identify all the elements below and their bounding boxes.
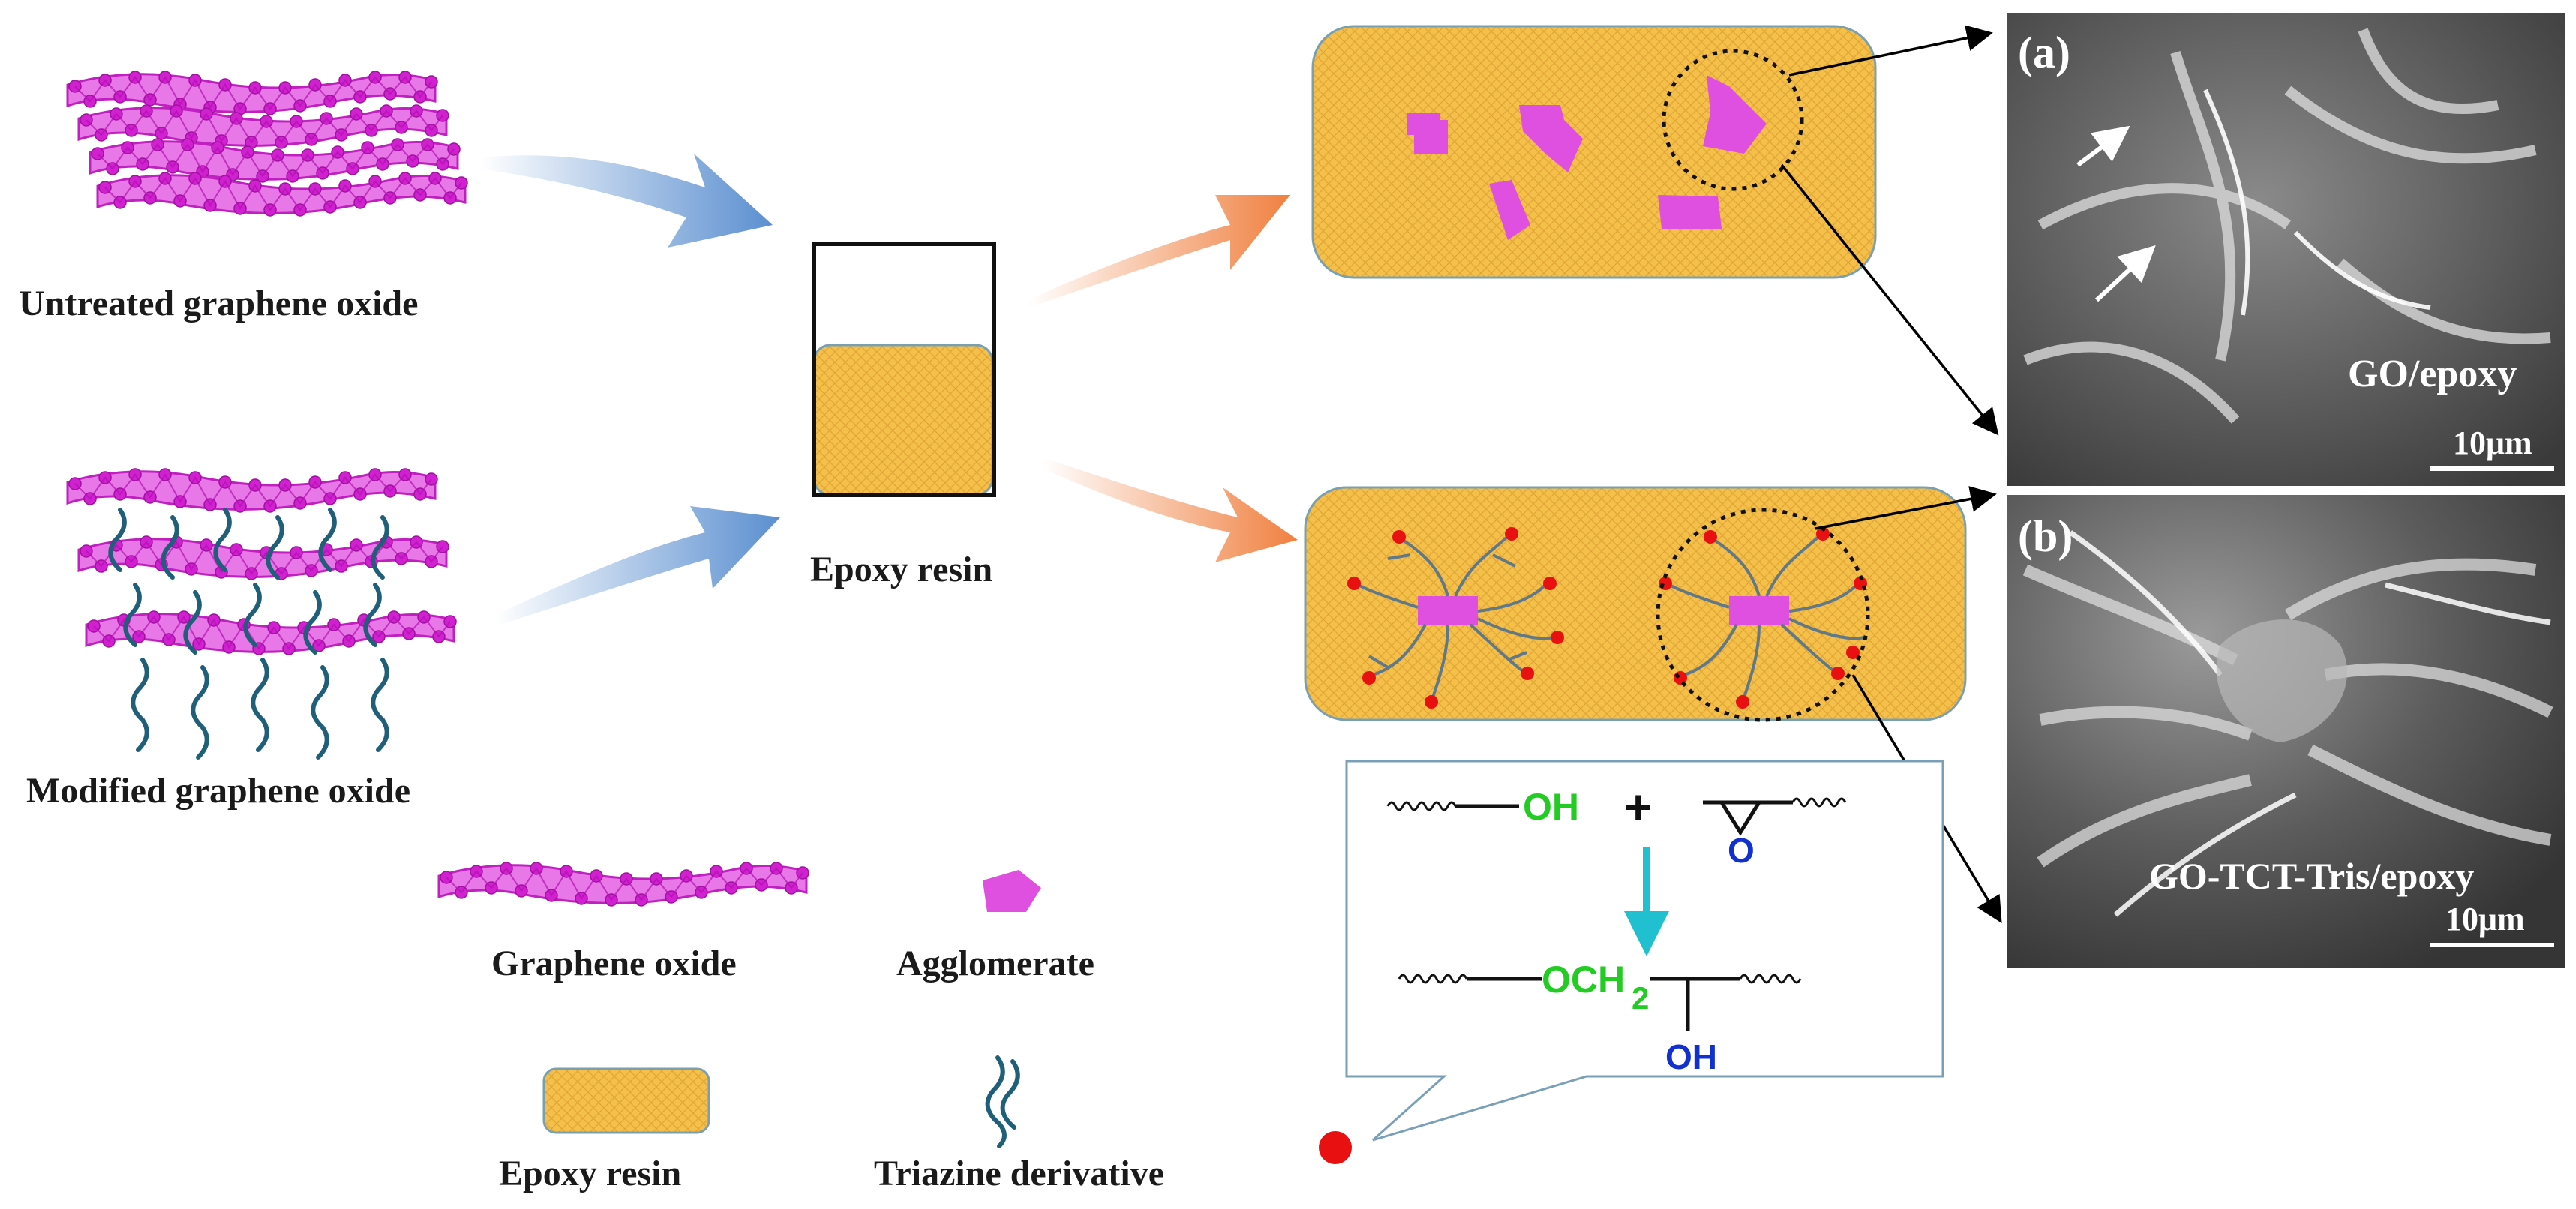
untreated-go-label: Untreated graphene oxide bbox=[19, 284, 418, 323]
modified-go-stack bbox=[66, 467, 458, 760]
micrograph-a-caption: GO/epoxy bbox=[2348, 352, 2517, 395]
plus-sign: + bbox=[1624, 780, 1652, 834]
micrograph-b-caption: GO-TCT-Tris/epoxy bbox=[2149, 855, 2474, 897]
active-site-dot bbox=[1319, 1131, 1352, 1164]
orange-arrow-top bbox=[1028, 195, 1290, 308]
composite-dispersed bbox=[1304, 486, 1967, 722]
micrograph-a: (a) GO/epoxy 10μm bbox=[2007, 14, 2565, 486]
legend-graphene-oxide-icon bbox=[437, 861, 810, 908]
legend-agglomerate-label: Agglomerate bbox=[896, 944, 1094, 983]
micrograph-a-scale: 10μm bbox=[2453, 424, 2532, 461]
epoxy-resin-beaker-label: Epoxy resin bbox=[810, 550, 992, 590]
reactant-chain-left bbox=[1386, 801, 1519, 812]
micrograph-b-scale: 10μm bbox=[2445, 901, 2525, 938]
legend: Graphene oxide Agglomerate Epoxy resin T… bbox=[437, 861, 1164, 1193]
modified-go-label: Modified graphene oxide bbox=[26, 771, 410, 811]
epoxide-group bbox=[1703, 797, 1847, 836]
blue-arrow-bottom bbox=[495, 506, 780, 626]
legend-triazine-label: Triazine derivative bbox=[874, 1154, 1164, 1193]
legend-triazine-icon bbox=[985, 1055, 1020, 1148]
product-backbone bbox=[1650, 974, 1802, 1031]
reactant-oh: OH bbox=[1523, 786, 1579, 828]
product-chain-left bbox=[1398, 974, 1542, 984]
product-oh: OH bbox=[1665, 1037, 1717, 1076]
triazine-chains bbox=[108, 508, 389, 760]
micrograph-b: (b) GO-TCT-Tris/epoxy 10μm bbox=[2007, 495, 2565, 968]
product-subscript-2: 2 bbox=[1632, 980, 1649, 1016]
legend-epoxy-resin-label: Epoxy resin bbox=[499, 1154, 681, 1193]
micrograph-a-label: (a) bbox=[2018, 28, 2070, 77]
reaction-callout: OH + O OCH 2 OH bbox=[1345, 760, 1944, 1142]
legend-agglomerate-icon bbox=[983, 870, 1041, 912]
composite-agglomerated bbox=[1311, 25, 1877, 279]
product-och: OCH bbox=[1542, 958, 1625, 1000]
sem-arrow-1 bbox=[2076, 125, 2130, 167]
blue-arrow-top bbox=[480, 154, 773, 248]
epoxide-o: O bbox=[1728, 831, 1755, 870]
dispersed-cluster-2 bbox=[1656, 508, 1870, 722]
untreated-go-stack bbox=[66, 70, 469, 218]
legend-graphene-oxide-label: Graphene oxide bbox=[491, 944, 737, 983]
epoxy-beaker bbox=[812, 242, 996, 497]
sem-arrow-2 bbox=[2094, 244, 2156, 302]
legend-epoxy-resin-icon bbox=[542, 1067, 710, 1134]
orange-arrow-bottom bbox=[1043, 458, 1298, 562]
micrograph-b-label: (b) bbox=[2018, 512, 2073, 561]
dispersed-cluster-1 bbox=[1347, 527, 1564, 709]
